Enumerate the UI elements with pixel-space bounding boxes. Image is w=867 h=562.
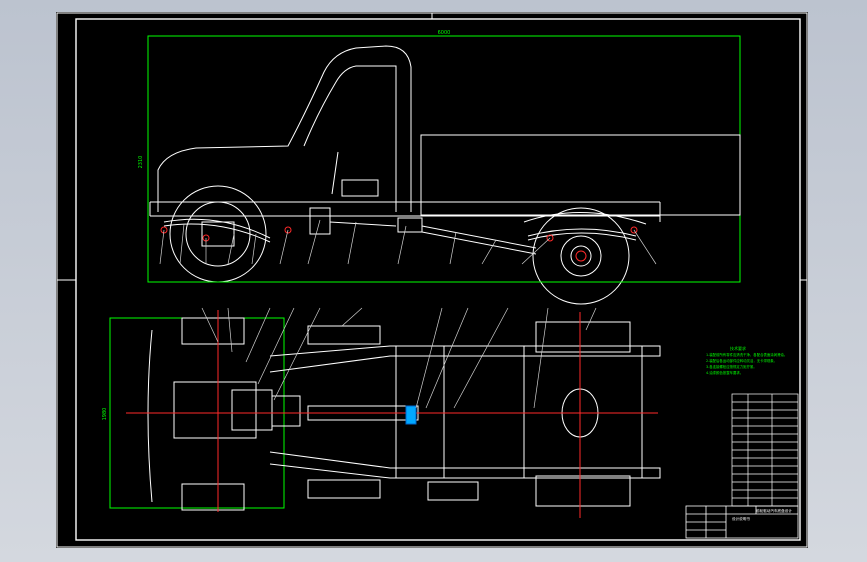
fuel-tank [427,481,479,501]
svg-text:1.装配前所有零件应清洗干净，各配合表面涂润滑油。: 1.装配前所有零件应清洗干净，各配合表面涂润滑油。 [706,352,787,357]
transmission [309,207,331,235]
dim-overall-length: 6000 [438,30,451,36]
driveshaft-2 [421,225,537,249]
rear-wheel [532,207,630,305]
rear-axle [570,245,592,267]
svg-text:4.油漆颜色按整车要求。: 4.油漆颜色按整车要求。 [706,370,743,375]
tire-front-left [181,317,245,345]
gearbox [271,395,301,427]
front-wheel [169,185,267,283]
drawing-sheet[interactable]: 6000 2310 [56,12,808,548]
engine [173,381,257,439]
rear-hub [560,235,602,277]
front-spring [163,218,271,239]
tire-rear-left [535,321,631,353]
rear-fender [523,212,647,225]
side-view [147,35,741,305]
rear-spring-2 [527,232,637,241]
cargo-box [420,134,741,216]
driveshaft-1 [329,221,397,227]
title-block [685,505,799,539]
cab-window [303,65,397,212]
tire-front-right [181,483,245,511]
dim-overall-height: 2310 [138,156,144,169]
side-view-leaders [159,219,657,265]
title-block-header: 前轮驱动汽车底盘设计 [756,508,792,513]
dim-track-width: 1980 [102,408,108,421]
title-block-caption: 设计说明书 [732,516,750,521]
center-bearing [397,217,423,233]
svg-text:2.装配后各运动部件应转动灵活，无卡滞现象。: 2.装配后各运动部件应转动灵活，无卡滞现象。 [706,358,777,363]
front-hub [185,201,251,267]
top-view-centerlines [126,310,658,518]
tire-rear-right [535,475,631,507]
chassis-drawing: 6000 2310 [56,12,808,548]
rear-spring [527,228,637,237]
side-view-markers [160,226,638,262]
gear-lever [331,151,339,195]
cab-outline [157,45,412,212]
top-view [109,317,661,512]
outer-border [56,12,808,548]
parts-list [731,393,799,507]
frame-rail-right [269,451,661,479]
dimension-frame [147,35,741,283]
tech-requirements: 技术要求 1.装配前所有零件应清洗干净，各配合表面涂润滑油。 2.装配后各运动部… [706,345,787,375]
step-left [307,325,381,345]
inner-border [75,18,801,541]
front-spring-2 [163,223,271,243]
svg-text:技术要求: 技术要求 [730,345,746,351]
cab-seat [341,179,379,197]
frame-rail-left [269,345,661,373]
front-bumper [147,329,153,503]
clutch-housing [231,389,273,431]
universal-joint [405,405,417,425]
step-right [307,479,381,499]
top-view-leaders [201,307,597,409]
svg-text:3.各连接螺栓应按规定力矩拧紧。: 3.各连接螺栓应按规定力矩拧紧。 [706,364,757,369]
driveshaft-2b [421,231,537,255]
